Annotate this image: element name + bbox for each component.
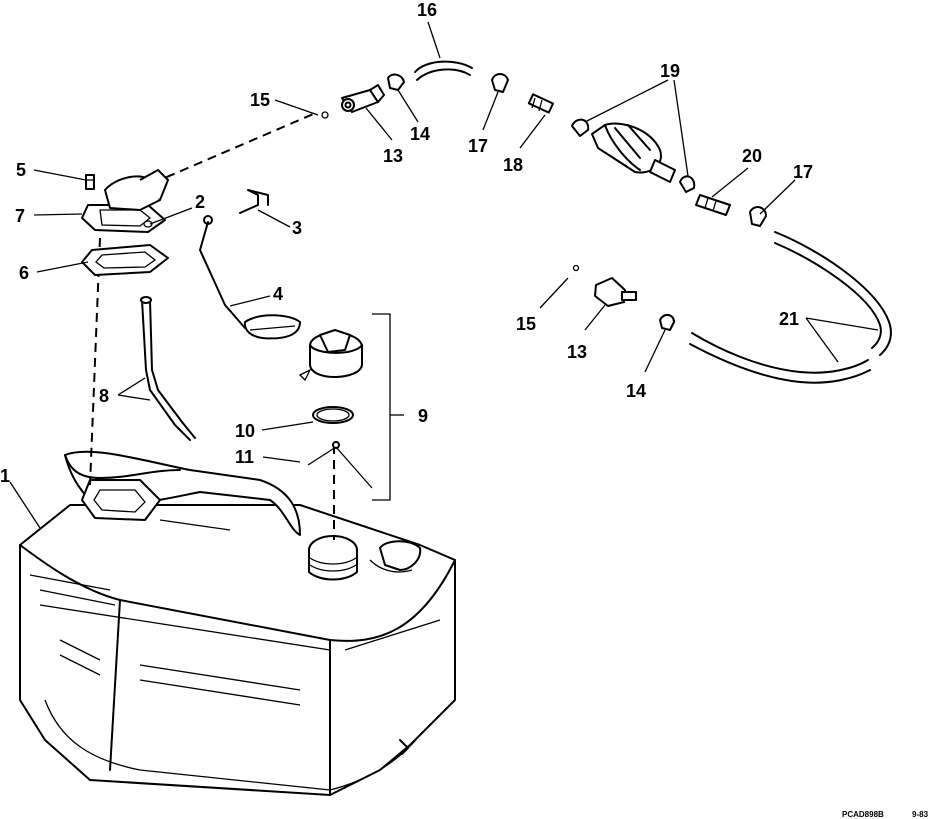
check-valve [695,194,731,216]
drawing-code: PCAD898B [842,810,884,819]
tank-connector [341,84,385,113]
callout-14-lower: 14 [626,381,646,401]
small-o-ring-lower [572,264,580,272]
callout-labels: 1 2 3 4 5 6 7 8 9 10 11 15 13 14 16 17 1… [0,0,813,486]
callout-19: 19 [660,61,680,81]
callout-18: 18 [503,155,523,175]
callout-3: 3 [292,218,302,238]
small-o-ring [143,220,153,228]
long-hose [689,231,892,384]
callout-20: 20 [742,146,762,166]
clamp-19-left [571,118,590,137]
callout-16: 16 [417,0,437,20]
callout-17-top: 17 [468,136,488,156]
callout-11: 11 [235,447,254,467]
callout-1: 1 [0,466,10,486]
clamp-lower [659,314,675,331]
callout-6: 6 [19,263,29,283]
cap-retainer [332,441,340,449]
callout-15-lower: 15 [516,314,536,334]
engine-connector [594,277,637,307]
pickup-tube [140,296,196,441]
leader-lines [9,21,879,529]
callout-15-top: 15 [250,90,270,110]
float-arm [199,215,301,340]
primer-bulb [591,122,676,183]
callout-7: 7 [15,206,25,226]
clip [239,189,269,214]
gasket [81,244,169,276]
callout-2: 2 [195,192,205,212]
clamp-17-top [491,73,509,93]
cap-o-ring [312,406,354,424]
callout-4: 4 [273,284,283,304]
short-hose [414,60,473,73]
callout-13-lower: 13 [567,342,587,362]
sender-alignment-line [89,237,101,486]
clamp-19-right [679,175,696,193]
small-o-ring-top [321,111,329,119]
callout-10: 10 [235,421,255,441]
screw [85,174,95,190]
drawing-date: 9-83 [912,810,929,819]
callout-17-right: 17 [793,162,813,182]
callout-5: 5 [16,160,26,180]
clamp-top [387,73,405,91]
fuel-cap [298,329,363,382]
callout-14-top: 14 [410,124,430,144]
callout-8: 8 [99,386,109,406]
callout-9: 9 [418,406,428,426]
fitting [527,93,554,114]
callout-21: 21 [779,309,799,329]
callout-13-top: 13 [383,146,403,166]
fuel-tank [19,450,456,796]
